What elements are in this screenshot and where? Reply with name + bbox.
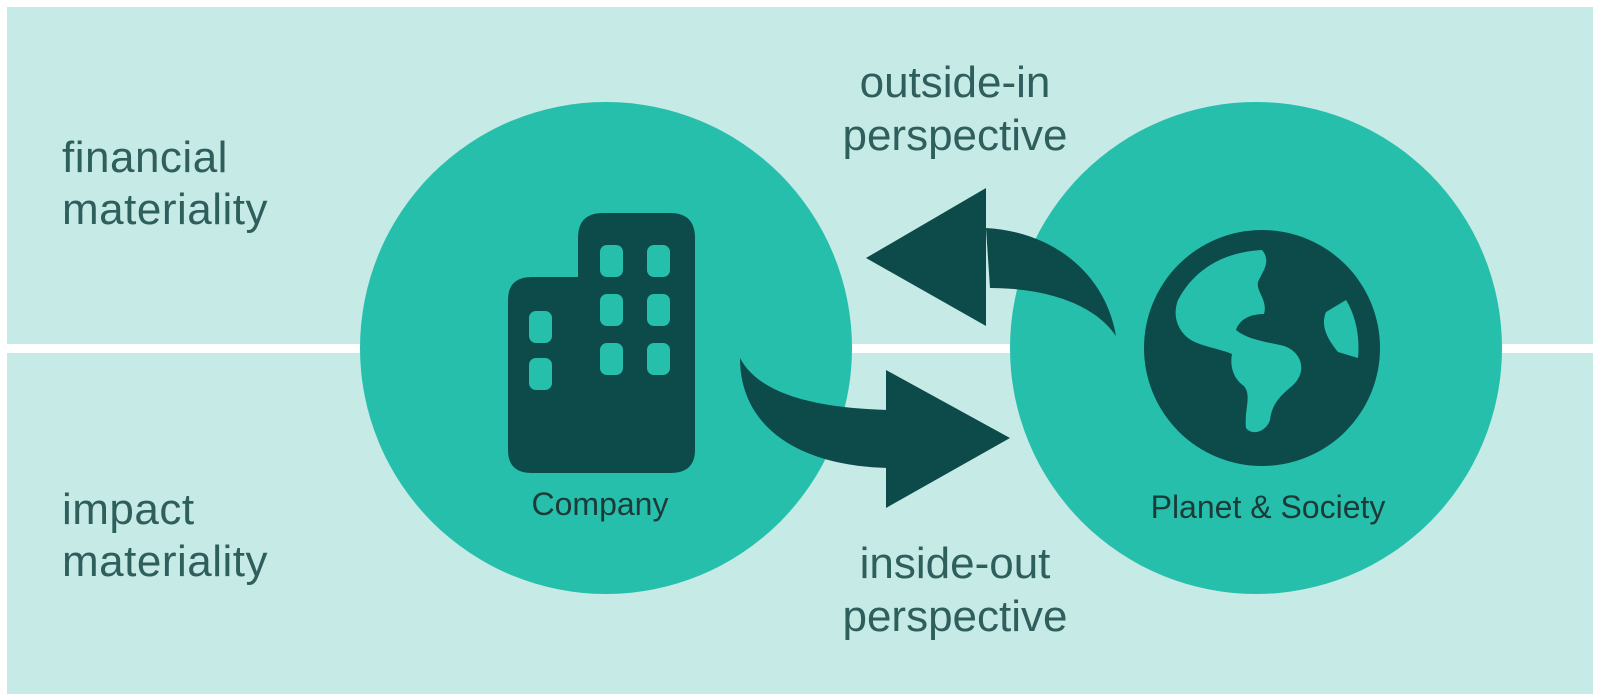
inside-out-arrow: [740, 358, 1010, 508]
company-label: Company: [532, 486, 669, 522]
building-icon: [508, 213, 695, 473]
inside-out-perspective-label: inside-out perspective: [842, 539, 1068, 641]
outside-in-perspective-label: outside-in perspective: [842, 58, 1068, 160]
impact-materiality-label: impact materiality: [62, 485, 268, 586]
planet-society-label: Planet & Society: [1151, 489, 1386, 525]
globe-icon: [1144, 230, 1380, 466]
outside-in-arrow: [866, 188, 1116, 336]
financial-materiality-label: financial materiality: [62, 133, 268, 234]
